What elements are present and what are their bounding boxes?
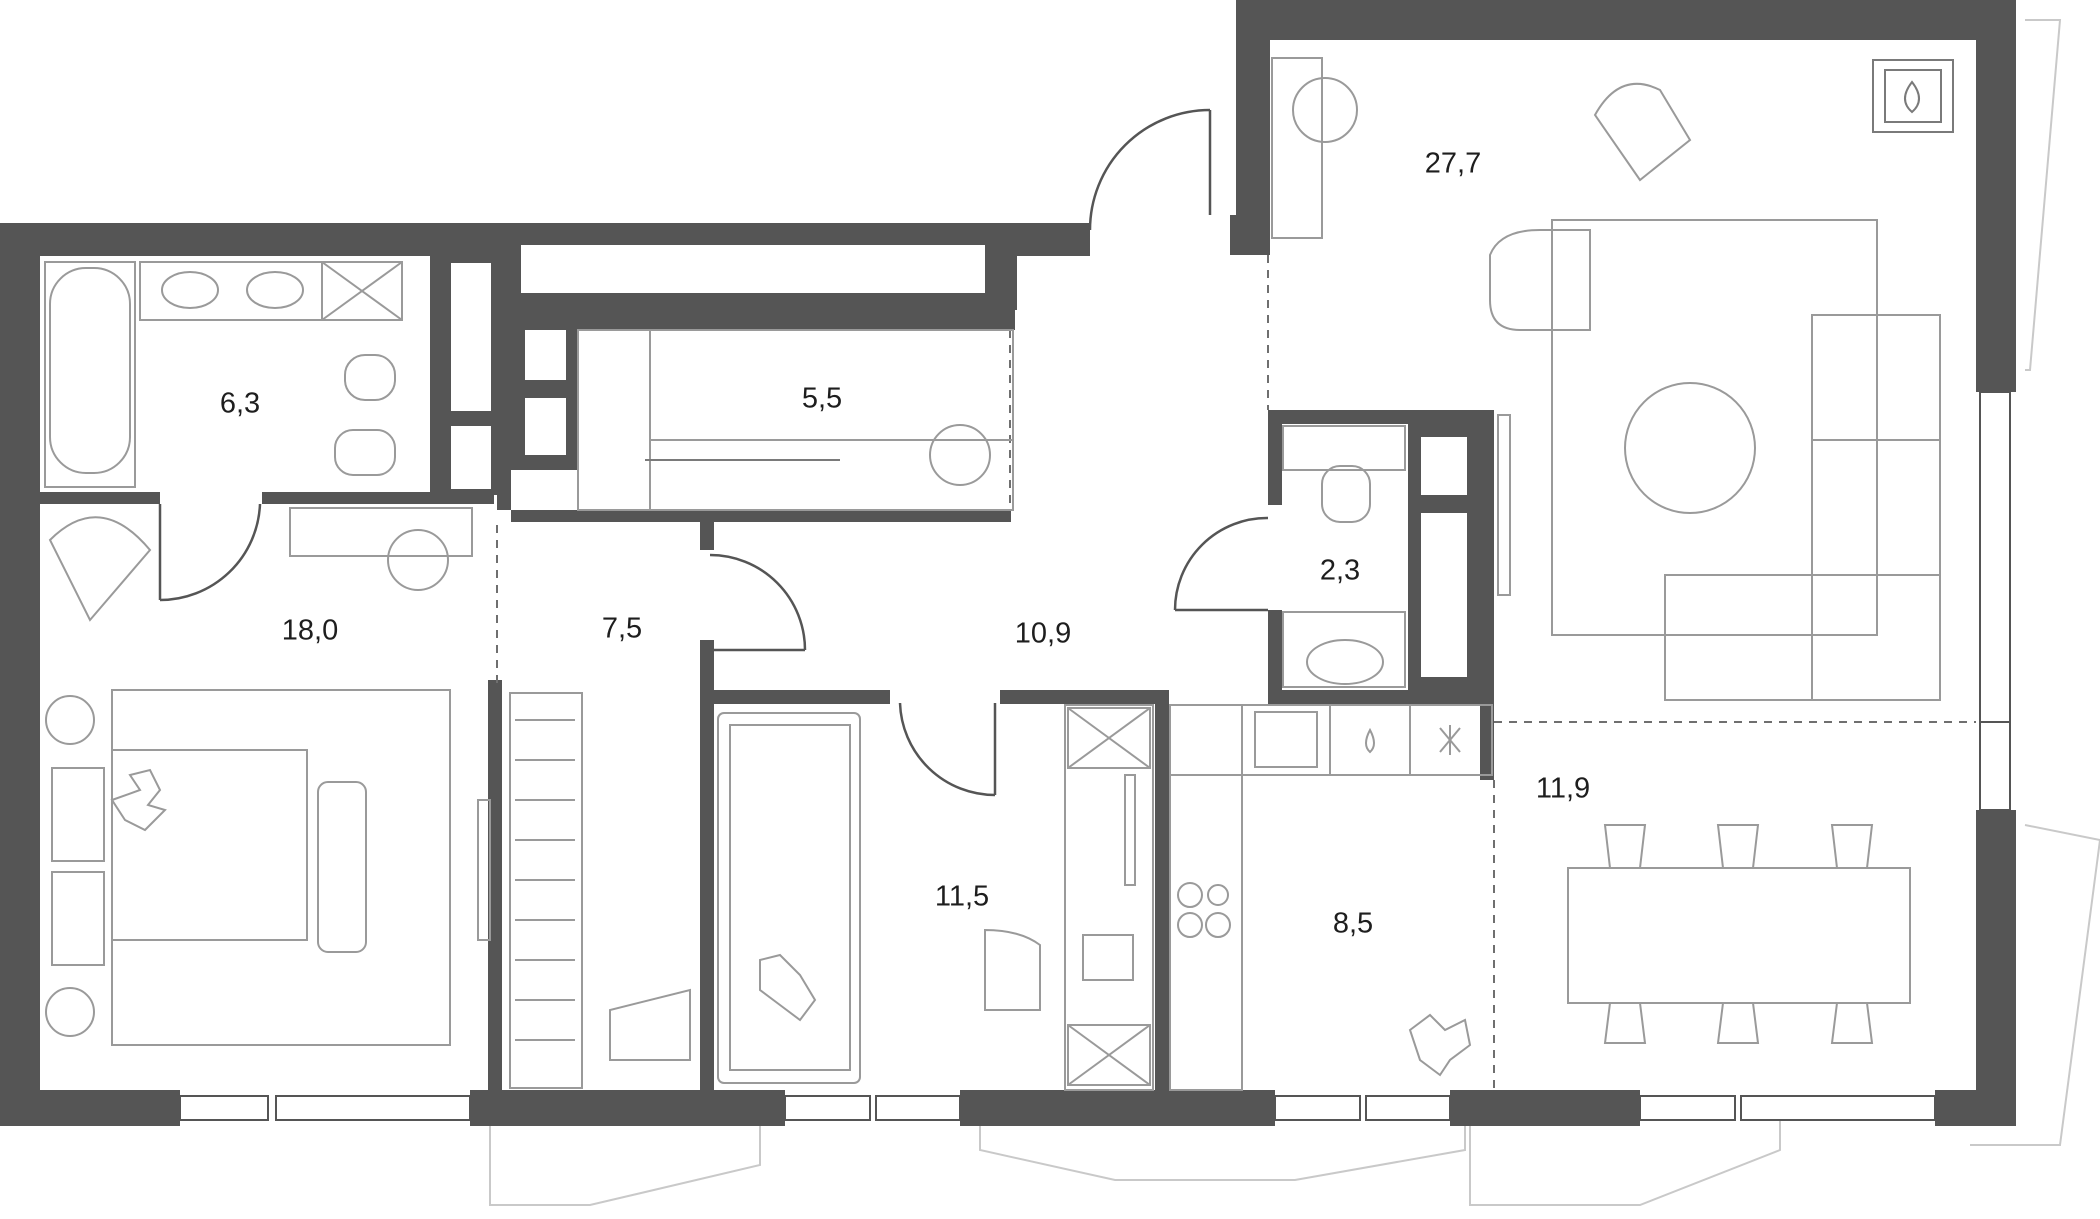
balconies xyxy=(489,19,2100,1206)
toilet-icon xyxy=(334,429,396,476)
room-area-living-room: 27,7 xyxy=(1425,148,1481,180)
plant-icon xyxy=(110,768,167,832)
armchair-icon xyxy=(1489,229,1591,331)
plant-icon xyxy=(1408,1013,1472,1077)
bathtub-icon xyxy=(44,261,136,488)
plant-icon xyxy=(759,953,817,1022)
room-area-bedroom: 18,0 xyxy=(282,615,338,647)
water-drop-icon xyxy=(1365,727,1375,754)
room-area-second-bedroom: 11,5 xyxy=(935,881,989,913)
washing-machine-icon xyxy=(1067,707,1151,1086)
armchair-icon xyxy=(984,928,1041,1011)
toilet-icon xyxy=(344,354,396,401)
room-area-bathroom: 6,3 xyxy=(220,388,260,420)
doors xyxy=(158,108,1269,797)
dining-chairs xyxy=(1603,824,1874,1044)
walls xyxy=(0,0,2016,1126)
armchair-icon xyxy=(609,988,691,1061)
armchair-icon xyxy=(48,516,152,622)
shoe-rack xyxy=(515,719,575,1041)
room-area-corridor: 7,5 xyxy=(602,613,642,645)
sink-icon xyxy=(1254,711,1318,768)
sink-icon xyxy=(161,271,219,309)
star-icon xyxy=(1439,725,1461,755)
room-area-wardrobe: 5,5 xyxy=(802,383,842,415)
sink-icon xyxy=(1306,639,1384,685)
room-area-dining-area: 11,9 xyxy=(1536,773,1590,805)
washing-machine-icon xyxy=(321,261,403,321)
room-area-labels: 6,3 5,5 18,0 7,5 10,9 2,3 27,7 11,9 11,5… xyxy=(220,148,1590,940)
sink-icon xyxy=(246,271,304,309)
room-area-hall: 10,9 xyxy=(1015,618,1071,650)
toilet-icon xyxy=(1321,465,1371,523)
room-area-wc: 2,3 xyxy=(1320,555,1360,587)
hob-icon xyxy=(1177,882,1231,938)
furniture xyxy=(44,57,1954,1091)
armchair-icon xyxy=(1593,82,1692,182)
room-area-kitchen: 8,5 xyxy=(1333,908,1373,940)
zone-separators xyxy=(496,255,1976,1090)
fireplace-icon xyxy=(1872,59,1954,133)
